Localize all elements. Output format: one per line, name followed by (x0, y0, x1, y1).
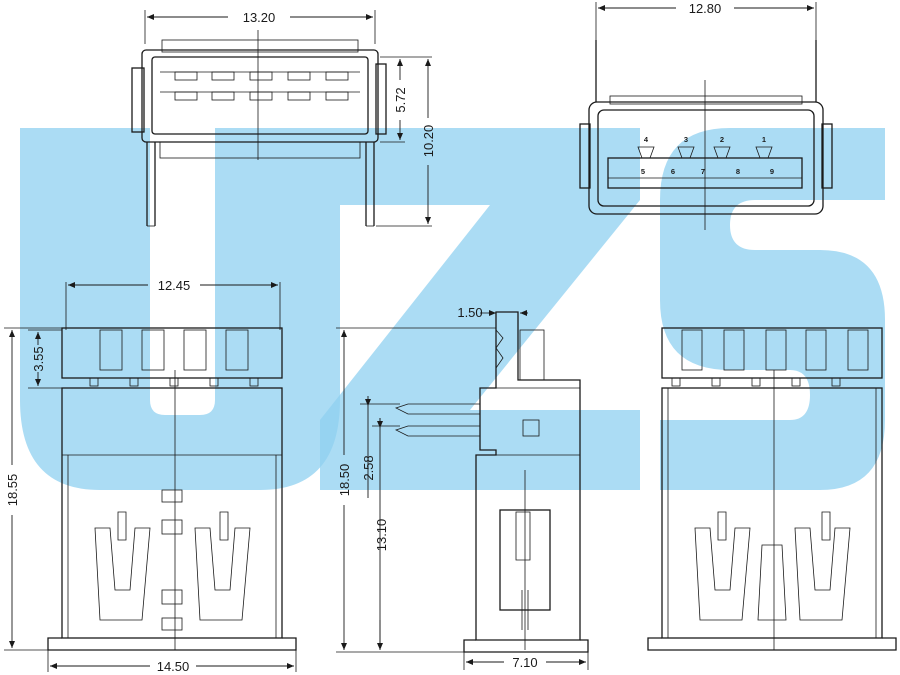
side-left-total-height-dim: 18.55 (5, 474, 20, 507)
front-view-contacts (637, 146, 773, 159)
top-view-dimensions: 13.20 5.72 10.20 (144, 10, 436, 227)
pin-label-4: 4 (644, 135, 649, 144)
side-left-contact-blocks (99, 329, 249, 371)
side-view-middle (394, 311, 589, 653)
top-body-height-dim: 5.72 (393, 87, 408, 112)
pin-label-5: 5 (641, 167, 645, 176)
side-view-middle-dimensions: 1.50 2.58 18.50 13.10 7.10 (336, 305, 589, 670)
side-middle-base-width-dim: 7.10 (512, 655, 537, 670)
pin-label-2: 2 (720, 135, 724, 144)
side-left-top-height-dim: 3.55 (31, 346, 46, 371)
side-middle-lower-height-dim: 13.10 (374, 519, 389, 552)
pin-label-9: 9 (770, 167, 774, 176)
pin-label-8: 8 (736, 167, 740, 176)
front-view-dimensions: 12.80 (595, 1, 817, 40)
side-middle-pin-width-dim: 1.50 (457, 305, 482, 320)
top-total-height-dim: 10.20 (421, 125, 436, 158)
side-left-spring-contacts (94, 511, 251, 621)
top-width-dim: 13.20 (243, 10, 276, 25)
side-view-right (647, 327, 897, 651)
side-middle-total-height-dim: 18.50 (337, 464, 352, 497)
side-view-left-dimensions: 12.45 3.55 18.55 14.50 (4, 278, 297, 674)
side-left-inner-width-dim: 12.45 (158, 278, 191, 293)
pin-label-3: 3 (684, 135, 688, 144)
pin-label-6: 6 (671, 167, 675, 176)
front-view: 4 3 2 1 5 6 7 8 9 (579, 40, 833, 230)
front-width-dim: 12.80 (689, 1, 722, 16)
side-view-left (47, 327, 297, 651)
side-left-base-width-dim: 14.50 (157, 659, 190, 674)
side-right-spring-contacts (694, 511, 851, 621)
top-view-contacts (174, 71, 349, 101)
side-right-contact-blocks (681, 329, 869, 371)
side-middle-pins (394, 403, 481, 437)
watermark-logo (20, 128, 885, 490)
pin-label-1: 1 (762, 135, 766, 144)
pin-label-7: 7 (701, 167, 705, 176)
side-middle-pin-pitch-dim: 2.58 (361, 455, 376, 480)
top-view (131, 30, 387, 227)
